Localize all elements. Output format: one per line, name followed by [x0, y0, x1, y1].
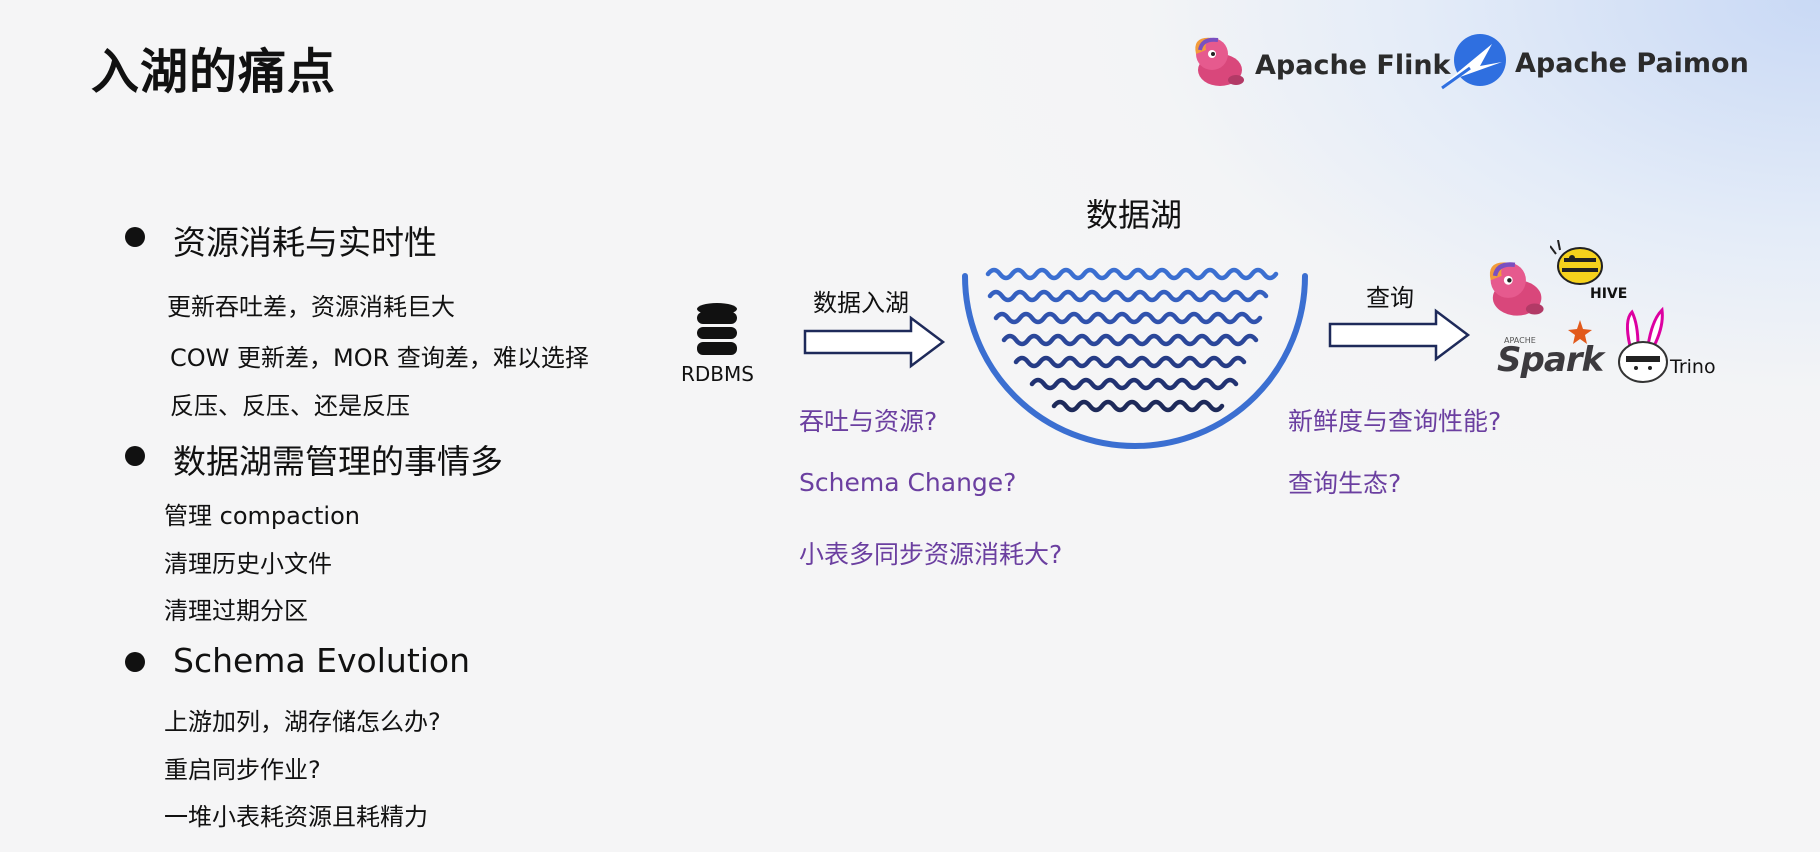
hive-logo-text: HIVE — [1590, 286, 1628, 302]
ingest-label: 数据入湖 — [813, 289, 909, 317]
bullet-dot — [125, 227, 145, 247]
section-heading-lake-management: 数据湖需管理的事情多 — [173, 442, 503, 481]
question-throughput: 吞吐与资源? — [799, 407, 938, 436]
spark-small-text: APACHE — [1504, 336, 1536, 345]
spark-star-icon — [1566, 318, 1594, 350]
hive-bee-icon — [1549, 239, 1620, 302]
query-label: 查询 — [1366, 284, 1414, 312]
bullet-dot — [125, 652, 145, 672]
trino-logo-text: Trino — [1670, 356, 1716, 378]
flink-squirrel-icon — [1484, 256, 1548, 324]
section-heading-schema-evolution: Schema Evolution — [173, 641, 471, 680]
data-lake-bowl-icon — [960, 262, 1310, 456]
right-arrow-icon — [803, 314, 947, 374]
lake-title: 数据湖 — [1086, 196, 1183, 234]
database-icon — [694, 302, 740, 362]
list-item: 清理过期分区 — [164, 597, 308, 625]
question-small-tables: 小表多同步资源消耗大? — [799, 540, 1063, 569]
bullet-dot — [125, 446, 145, 466]
question-schema-change: Schema Change? — [799, 468, 1017, 497]
list-item: 上游加列，湖存储怎么办? — [164, 708, 441, 736]
list-item: COW 更新差，MOR 查询差，难以选择 — [170, 344, 589, 372]
flink-squirrel-icon — [1190, 32, 1248, 94]
question-freshness: 新鲜度与查询性能? — [1288, 407, 1502, 436]
list-item: 管理 compaction — [164, 502, 360, 530]
page-title: 入湖的痛点 — [91, 44, 337, 100]
paimon-logo-icon — [1440, 32, 1510, 94]
question-ecosystem: 查询生态? — [1288, 469, 1402, 498]
list-item: 重启同步作业? — [164, 756, 321, 784]
paimon-logo-text: Apache Paimon — [1515, 48, 1749, 79]
list-item: 一堆小表耗资源且耗精力 — [164, 803, 428, 831]
spark-logo-text: Spark — [1497, 340, 1604, 380]
right-arrow-icon — [1328, 307, 1472, 367]
list-item: 更新吞吐差，资源消耗巨大 — [167, 293, 455, 321]
flink-logo-text: Apache Flink — [1255, 50, 1451, 81]
trino-bunny-icon — [1612, 306, 1672, 390]
section-heading-resources: 资源消耗与实时性 — [173, 223, 437, 262]
rdbms-label: RDBMS — [681, 362, 754, 386]
list-item: 反压、反压、还是反压 — [170, 392, 410, 420]
list-item: 清理历史小文件 — [164, 550, 332, 578]
